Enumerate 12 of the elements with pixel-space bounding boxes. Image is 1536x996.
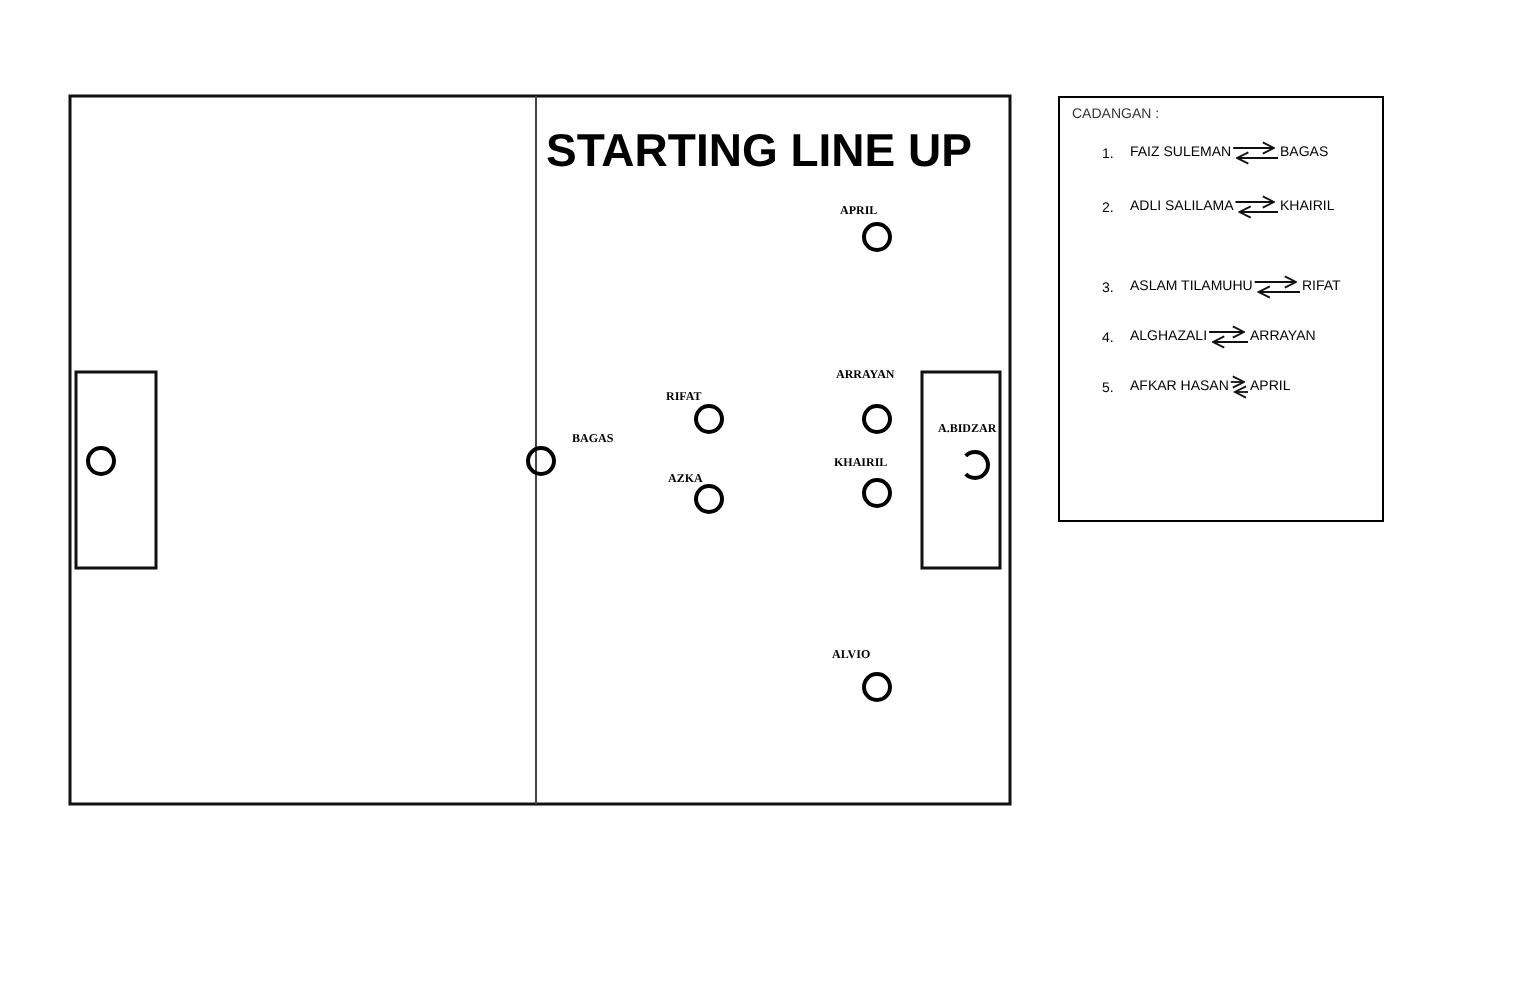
arrow bbox=[1208, 325, 1245, 339]
substitutes-panel bbox=[1058, 96, 1384, 522]
arrow bbox=[1229, 375, 1245, 389]
arrow bbox=[1238, 205, 1279, 219]
arrow bbox=[1257, 285, 1301, 299]
arrow bbox=[1232, 141, 1275, 155]
arrow bbox=[1234, 195, 1275, 209]
arrow bbox=[1253, 275, 1297, 289]
arrow bbox=[1236, 151, 1279, 165]
title: STARTING LINE UP bbox=[546, 128, 972, 174]
arrow bbox=[1233, 385, 1249, 399]
arrow bbox=[1212, 335, 1249, 349]
